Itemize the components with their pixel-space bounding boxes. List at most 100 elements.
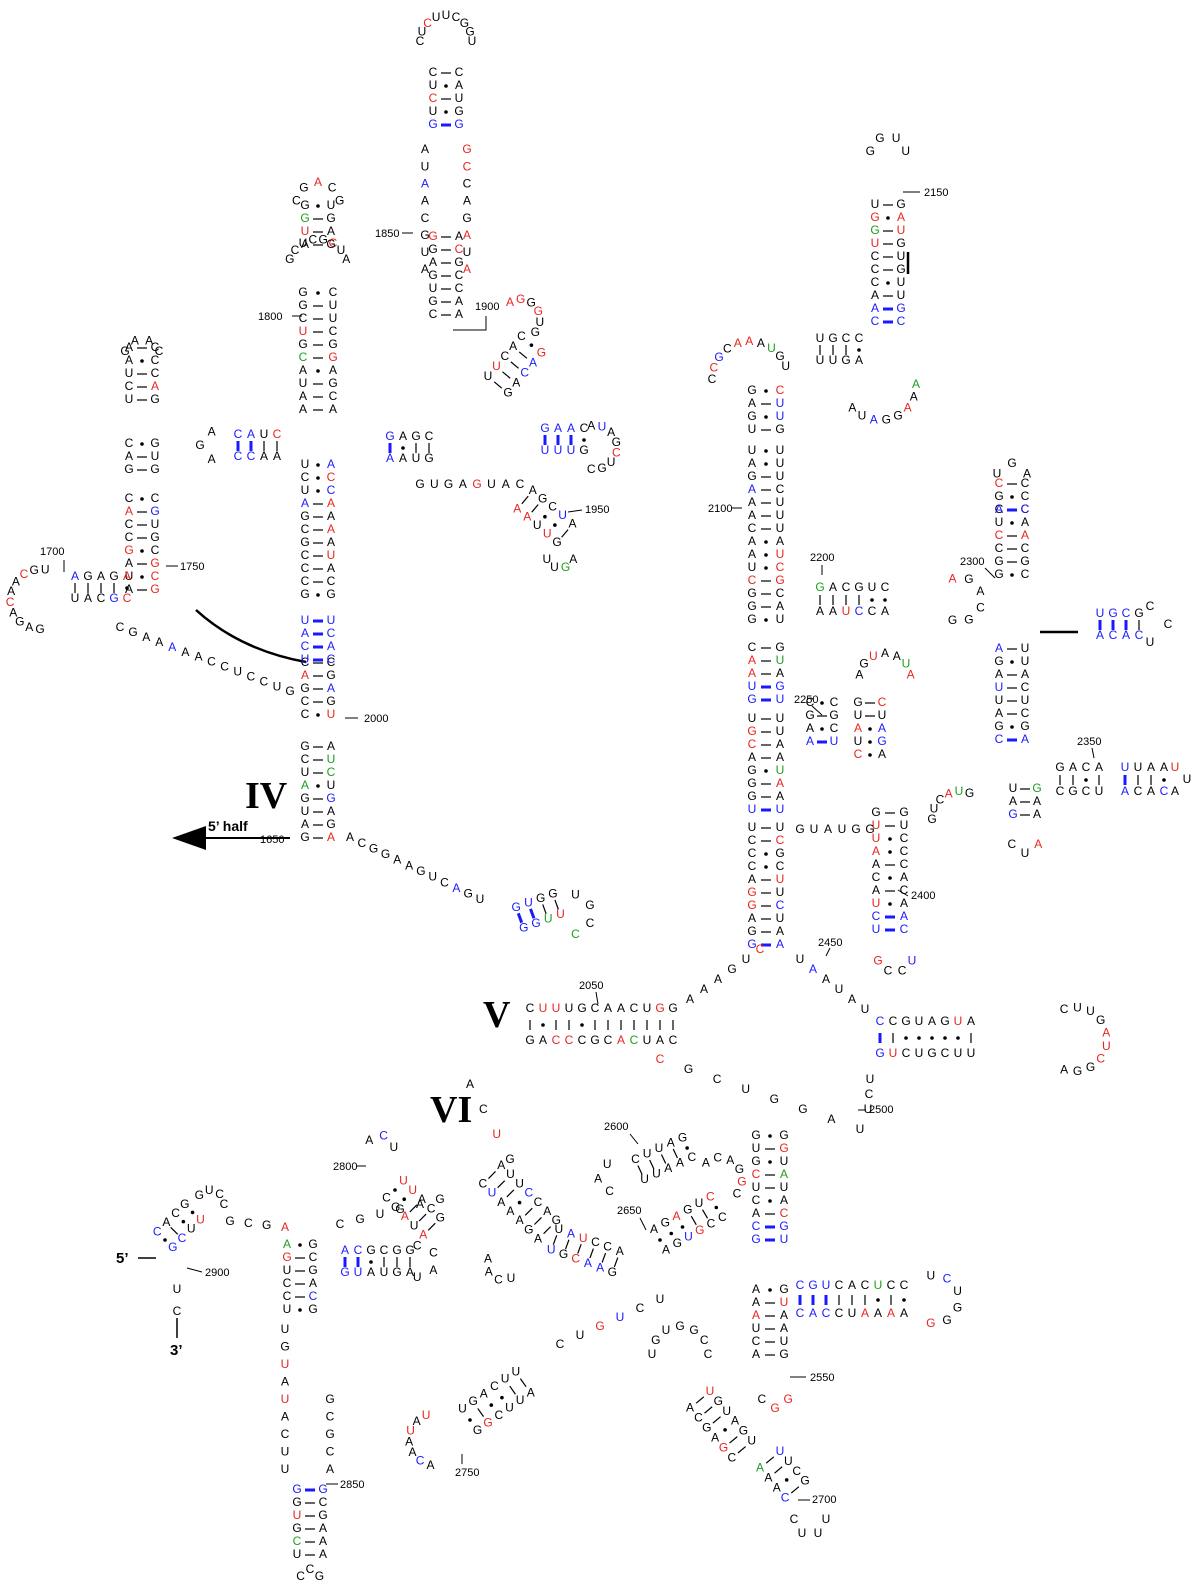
nucleotide: C	[936, 793, 945, 807]
nucleotide: C	[871, 314, 880, 328]
base-pair-line	[695, 1396, 705, 1404]
nucleotide: C	[293, 1534, 302, 1548]
nucleotide: U	[897, 288, 906, 302]
nucleotide: C	[440, 875, 449, 889]
nucleotide: C	[995, 502, 1004, 516]
gu-pair-dot	[500, 1395, 504, 1400]
nucleotide: U	[533, 518, 542, 532]
nucleotide: U	[554, 1222, 563, 1236]
nucleotide: A	[327, 522, 335, 536]
nucleotide: A	[752, 1295, 760, 1309]
pos-2250: 2250	[794, 694, 818, 706]
nucleotide: G	[719, 1440, 728, 1454]
nucleotide: C	[151, 491, 160, 505]
nucleotide: U	[1073, 1000, 1082, 1014]
nucleotide: A	[125, 582, 133, 596]
nucleotide: A	[900, 896, 908, 910]
nucleotide: G	[405, 1243, 414, 1257]
nucleotide: U	[408, 1183, 417, 1197]
gu-pair-dot	[1084, 778, 1088, 782]
nucleotide: C	[336, 1217, 345, 1231]
nucleotide: C	[612, 446, 621, 460]
nucleotide: U	[798, 1526, 807, 1540]
nucleotide: U	[327, 548, 336, 562]
nucleotide: C	[1021, 476, 1030, 490]
nucleotide: U	[643, 1147, 652, 1161]
nucleotide: U	[488, 1186, 497, 1200]
nucleotide: A	[809, 962, 817, 976]
nucleotide: U	[776, 692, 785, 706]
nucleotide: A	[596, 1260, 604, 1274]
nucleotide: A	[773, 1480, 781, 1494]
nucleotide: U	[71, 591, 80, 605]
nucleotide: G	[994, 654, 1003, 668]
nucleotide: G	[865, 822, 874, 836]
nucleotide: A	[463, 228, 471, 242]
nucleotide: U	[814, 1526, 823, 1540]
base-pair-line	[774, 1466, 783, 1474]
nucleotide: C	[273, 427, 282, 441]
nucleotide: C	[776, 482, 785, 496]
nucleotide: C	[578, 1033, 587, 1047]
nucleotide: U	[640, 1172, 649, 1186]
nucleotide: A	[776, 789, 784, 803]
pos-2300: 2300	[960, 556, 984, 568]
nucleotide: G	[534, 304, 543, 318]
base-pair-layer	[74, 72, 1166, 1556]
nucleotide: A	[656, 1033, 664, 1047]
nucleotide: G	[298, 337, 307, 351]
nucleotide: G	[577, 1001, 586, 1015]
nucleotide: A	[568, 516, 576, 530]
nucleotide: C	[309, 1250, 318, 1264]
label-leaders	[63, 191, 1095, 1501]
nucleotide: G	[326, 237, 335, 251]
nucleotide: C	[995, 528, 1004, 542]
nucleotide: G	[540, 421, 549, 435]
nucleotide: G	[300, 198, 309, 212]
nucleotide: G	[444, 477, 453, 491]
nucleotide: U	[643, 1033, 652, 1047]
nucleotide: G	[779, 1141, 788, 1155]
nucleotide: C	[319, 1495, 328, 1509]
nucleotide: A	[319, 1547, 327, 1561]
nucleotide: C	[591, 1001, 600, 1015]
nucleotide: U	[858, 408, 867, 422]
nucleotide: C	[234, 427, 243, 441]
nucleotide: G	[1055, 760, 1064, 774]
nucleotide: U	[684, 1230, 693, 1244]
nucleotide: C	[591, 1235, 600, 1249]
nucleotide: A	[463, 262, 471, 276]
base-pair-line	[477, 1408, 485, 1417]
nucleotide: A	[893, 649, 901, 663]
nucleotide: G	[683, 1202, 692, 1216]
nucleotide: U	[501, 1372, 510, 1386]
nucleotide: G	[828, 331, 837, 345]
nucleotide: A	[554, 421, 562, 435]
nucleotide: U	[652, 1167, 661, 1181]
nucleotide: U	[889, 1046, 898, 1060]
nucleotide: U	[552, 1001, 561, 1015]
nucleotide: A	[329, 402, 337, 416]
nucleotide: C	[1122, 606, 1131, 620]
gu-pair-dot	[316, 204, 320, 208]
nucleotide: A	[776, 737, 784, 751]
nucleotide: U	[550, 560, 559, 574]
nucleotide: C	[327, 574, 336, 588]
nucleotide: A	[125, 504, 133, 518]
nucleotide: U	[776, 911, 785, 925]
gu-pair-dot	[1010, 495, 1014, 499]
nucleotide: A	[281, 1220, 289, 1234]
nucleotide: G	[120, 344, 129, 358]
nucleotide: A	[408, 1445, 416, 1459]
nucleotide: A	[816, 604, 824, 618]
nucleotide: U	[776, 802, 785, 816]
gu-pair-dot	[917, 1036, 921, 1040]
nucleotide: G	[875, 131, 884, 145]
nucleotide: U	[293, 1547, 302, 1561]
nucleotide: G	[841, 353, 850, 367]
nucleotide: U	[776, 763, 785, 777]
nucleotide: G	[512, 900, 521, 914]
nucleotide: G	[948, 613, 957, 627]
nucleotide: U	[429, 281, 438, 295]
nucleotide: A	[881, 604, 889, 618]
